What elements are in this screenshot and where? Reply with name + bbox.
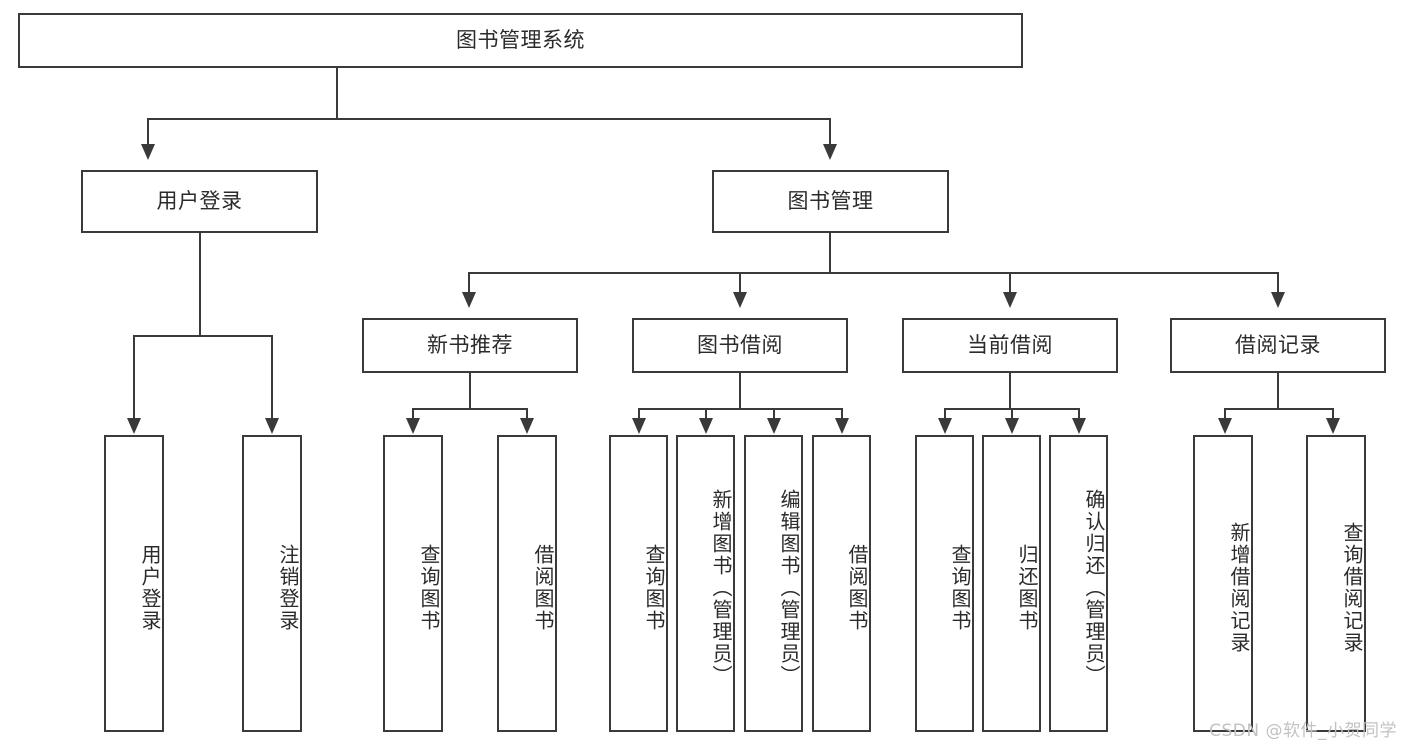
- connector-current-borrow-drop-1: [944, 408, 946, 420]
- leaf-add-borrow-record[interactable]: 新增借阅记录: [1193, 435, 1253, 732]
- node-label: 借阅记录: [1235, 333, 1321, 358]
- connector-new-book-stem: [469, 373, 471, 408]
- arrow-book-manage-to-new-book: [462, 292, 476, 308]
- arrow-user-login-leaf-2: [265, 418, 279, 434]
- node-label: 查询图书: [417, 543, 441, 632]
- leaf-query-borrow-record[interactable]: 查询借阅记录: [1306, 435, 1366, 732]
- connector-book-borrow-drop-4: [841, 408, 843, 420]
- node-new-book-recommend[interactable]: 新书推荐: [362, 318, 578, 373]
- node-label: 图书管理系统: [456, 28, 585, 53]
- leaf-query-book-3[interactable]: 查询图书: [915, 435, 974, 732]
- arrow-book-manage-to-book-borrow: [733, 292, 747, 308]
- connector-book-borrow-drop-2: [705, 408, 707, 420]
- node-label: 新增图书（管理员）: [709, 488, 733, 687]
- leaf-confirm-return[interactable]: 确认归还（管理员）: [1049, 435, 1108, 732]
- node-label: 图书管理: [787, 189, 874, 214]
- connector-user-login-drop-2: [271, 335, 273, 420]
- leaf-user-login[interactable]: 用户登录: [104, 435, 164, 732]
- watermark-text: CSDN @软件_小贺同学: [1209, 721, 1397, 741]
- connector-user-login-bus: [133, 335, 273, 337]
- node-book-management[interactable]: 图书管理: [712, 170, 949, 233]
- arrow-book-manage-to-current-borrow: [1003, 292, 1017, 308]
- arrow-borrow-record-leaf-1: [1218, 418, 1232, 434]
- arrow-user-login-leaf-1: [127, 418, 141, 434]
- connector-new-book-drop-2: [526, 408, 528, 420]
- connector-book-manage-stem: [829, 233, 831, 272]
- node-label: 确认归还（管理员）: [1082, 488, 1106, 687]
- leaf-return-book[interactable]: 归还图书: [982, 435, 1041, 732]
- node-label: 借阅图书: [531, 543, 555, 632]
- connector-root-to-book-manage: [829, 118, 831, 146]
- node-borrow-record[interactable]: 借阅记录: [1170, 318, 1386, 373]
- node-label: 新书推荐: [427, 333, 513, 358]
- arrow-borrow-record-leaf-2: [1326, 418, 1340, 434]
- node-label: 查询图书: [948, 543, 972, 632]
- connector-borrow-record-drop-2: [1332, 408, 1334, 420]
- arrow-root-to-book-manage: [823, 144, 837, 160]
- leaf-query-book-2[interactable]: 查询图书: [609, 435, 668, 732]
- node-label: 编辑图书（管理员）: [777, 488, 801, 687]
- connector-book-borrow-stem: [739, 373, 741, 408]
- connector-current-borrow-stem: [1009, 373, 1011, 408]
- node-root-book-management-system[interactable]: 图书管理系统: [18, 13, 1023, 68]
- leaf-add-book[interactable]: 新增图书（管理员）: [676, 435, 735, 732]
- arrow-new-book-leaf-2: [520, 418, 534, 434]
- node-label: 查询图书: [642, 543, 666, 632]
- connector-book-manage-drop-3: [1009, 272, 1011, 294]
- connector-new-book-drop-1: [412, 408, 414, 420]
- connector-user-login-drop-1: [133, 335, 135, 420]
- leaf-logout-login[interactable]: 注销登录: [242, 435, 302, 732]
- node-label: 新增借阅记录: [1227, 521, 1251, 654]
- connector-book-borrow-bus: [638, 408, 843, 410]
- connector-book-manage-drop-1: [468, 272, 470, 294]
- connector-root-bus: [147, 118, 831, 120]
- leaf-borrow-book-1[interactable]: 借阅图书: [497, 435, 557, 732]
- connector-new-book-bus: [412, 408, 528, 410]
- connector-root-to-user-login: [147, 118, 149, 146]
- connector-root-stem: [336, 68, 338, 118]
- leaf-borrow-book-2[interactable]: 借阅图书: [812, 435, 871, 732]
- connector-book-borrow-drop-3: [773, 408, 775, 420]
- connector-book-manage-drop-2: [739, 272, 741, 294]
- arrow-book-borrow-leaf-3: [767, 418, 781, 434]
- node-current-borrow[interactable]: 当前借阅: [902, 318, 1118, 373]
- connector-current-borrow-drop-3: [1078, 408, 1080, 420]
- arrow-current-borrow-leaf-2: [1005, 418, 1019, 434]
- arrow-new-book-leaf-1: [406, 418, 420, 434]
- node-user-login[interactable]: 用户登录: [81, 170, 318, 233]
- connector-borrow-record-drop-1: [1224, 408, 1226, 420]
- node-label: 查询借阅记录: [1340, 521, 1364, 654]
- connector-user-login-stem: [199, 233, 201, 335]
- node-label: 当前借阅: [967, 333, 1053, 358]
- node-label: 注销登录: [276, 543, 300, 632]
- node-label: 用户登录: [138, 543, 162, 632]
- connector-book-manage-bus: [468, 272, 1279, 274]
- connector-borrow-record-stem: [1277, 373, 1279, 408]
- node-label: 图书借阅: [697, 333, 783, 358]
- leaf-query-book-1[interactable]: 查询图书: [383, 435, 443, 732]
- arrow-book-borrow-leaf-2: [699, 418, 713, 434]
- node-label: 用户登录: [156, 189, 243, 214]
- connector-current-borrow-drop-2: [1011, 408, 1013, 420]
- arrow-book-borrow-leaf-4: [835, 418, 849, 434]
- connector-book-borrow-drop-1: [638, 408, 640, 420]
- arrow-book-manage-to-borrow-record: [1271, 292, 1285, 308]
- leaf-edit-book[interactable]: 编辑图书（管理员）: [744, 435, 803, 732]
- node-label: 借阅图书: [845, 543, 869, 632]
- arrow-root-to-user-login: [141, 144, 155, 160]
- connector-book-manage-drop-4: [1277, 272, 1279, 294]
- arrow-current-borrow-leaf-1: [938, 418, 952, 434]
- connector-borrow-record-bus: [1224, 408, 1334, 410]
- arrow-current-borrow-leaf-3: [1072, 418, 1086, 434]
- node-book-borrow[interactable]: 图书借阅: [632, 318, 848, 373]
- arrow-book-borrow-leaf-1: [632, 418, 646, 434]
- node-label: 归还图书: [1015, 543, 1039, 632]
